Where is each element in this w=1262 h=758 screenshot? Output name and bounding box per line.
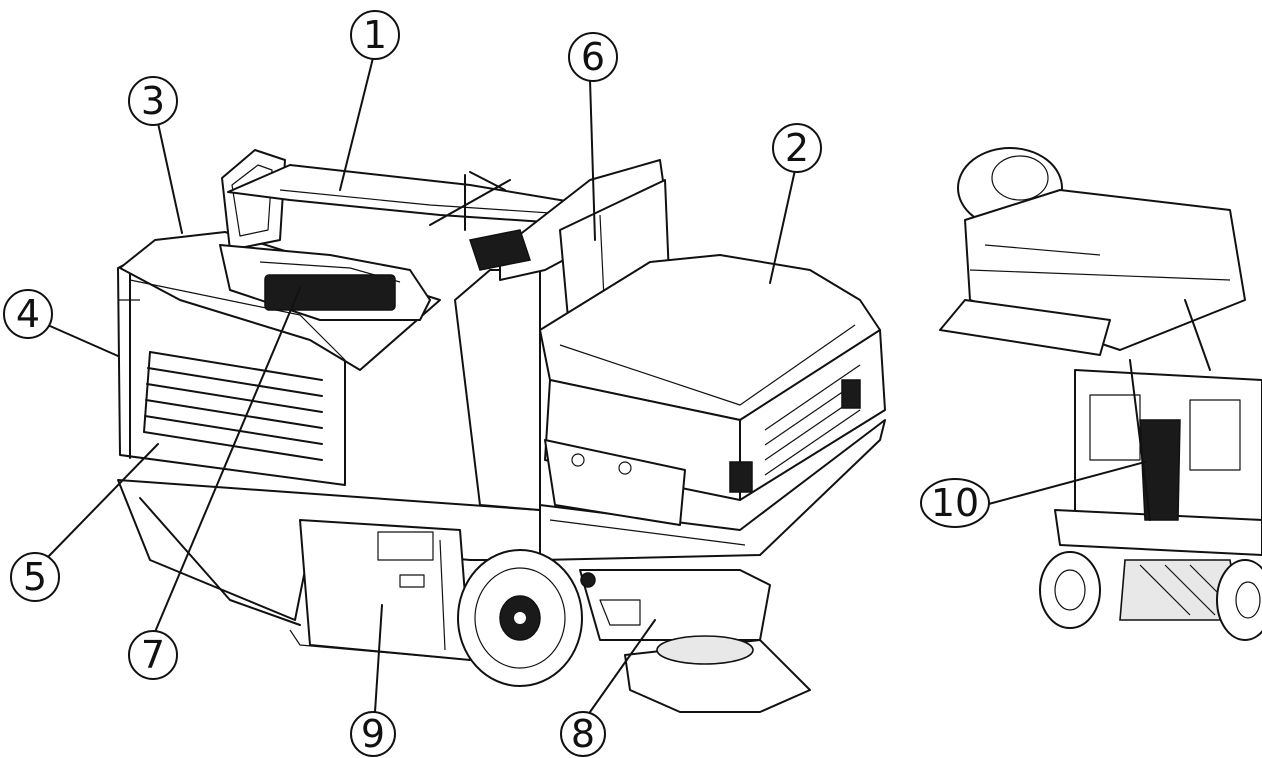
callout-1: 1 <box>350 10 400 60</box>
callout-7: 7 <box>128 630 178 680</box>
leader-line-8 <box>589 619 656 713</box>
leader-line-6 <box>589 79 596 241</box>
leader-line-3 <box>157 122 183 234</box>
leader-line-4 <box>49 325 119 357</box>
callout-10: 10 <box>920 478 990 528</box>
callout-5-label: 5 <box>23 555 47 599</box>
callout-9: 9 <box>350 711 396 757</box>
callout-2: 2 <box>772 123 822 173</box>
callout-6-label: 6 <box>581 35 605 79</box>
callout-3-label: 3 <box>141 79 165 123</box>
sweeper-main-view <box>117 149 886 713</box>
callout-5: 5 <box>10 552 60 602</box>
callout-2-label: 2 <box>785 126 809 170</box>
callout-6: 6 <box>568 32 618 82</box>
callout-8: 8 <box>560 711 606 757</box>
callout-4-label: 4 <box>16 292 40 336</box>
leader-line-5 <box>47 443 159 558</box>
callout-9-label: 9 <box>361 712 385 756</box>
leader-line-7 <box>154 287 301 633</box>
leader-line-2 <box>769 169 796 284</box>
sweeper-hopper-raised-view <box>939 147 1262 641</box>
callout-10-label: 10 <box>931 481 979 525</box>
callout-1-label: 1 <box>363 13 387 57</box>
callout-7-label: 7 <box>141 633 165 677</box>
front-hood <box>539 254 886 501</box>
callout-3: 3 <box>128 76 178 126</box>
leader-line-9 <box>374 604 383 713</box>
leader-line-1 <box>339 57 374 191</box>
callout-8-label: 8 <box>571 712 595 756</box>
side-brush-housing <box>579 569 771 641</box>
leader-lines <box>47 57 1146 713</box>
rear-wheel <box>457 549 583 687</box>
callout-4: 4 <box>3 289 53 339</box>
leader-line-10 <box>984 461 1146 506</box>
